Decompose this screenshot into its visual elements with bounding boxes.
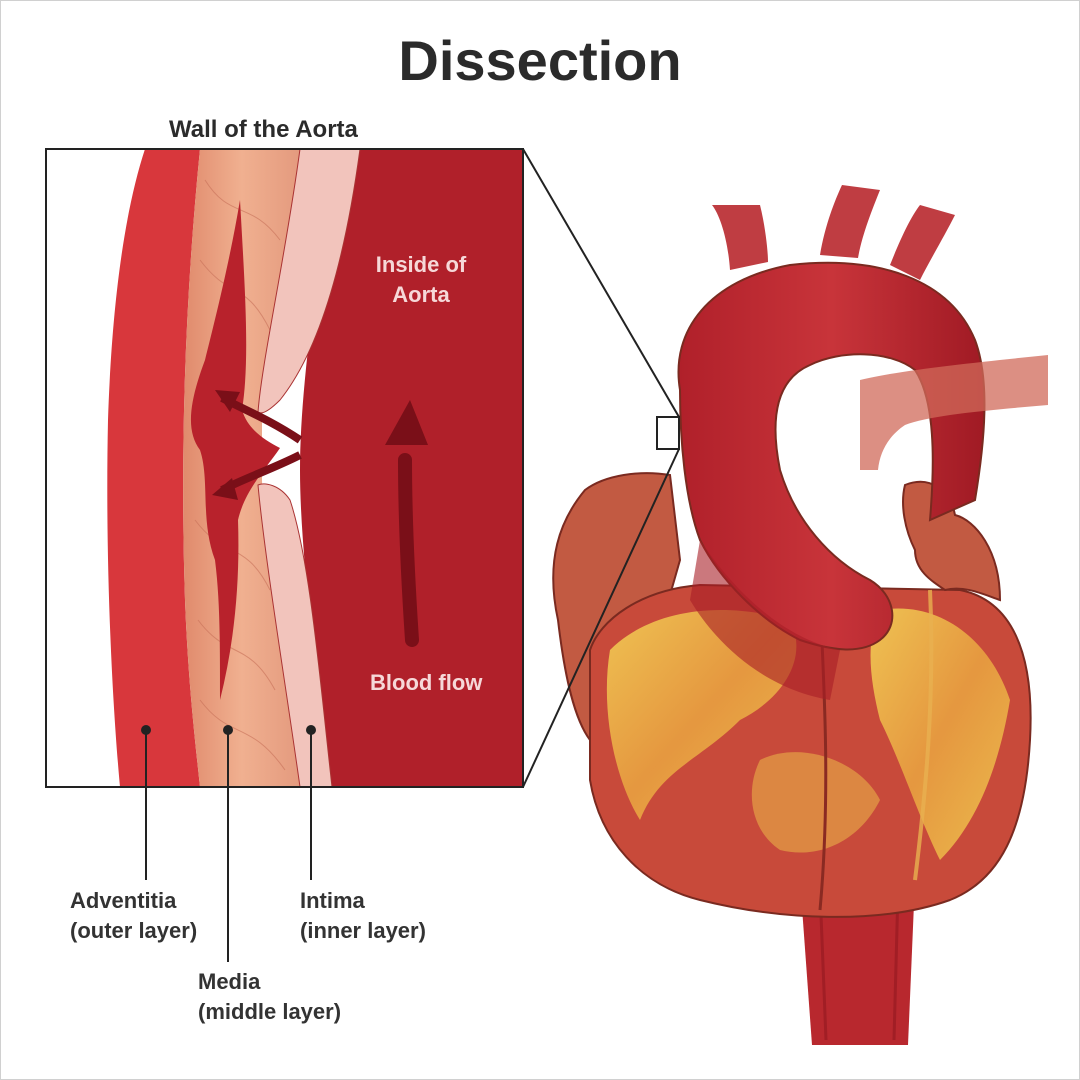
zoom-line-bottom: [522, 448, 680, 788]
media-line2: (middle layer): [198, 999, 342, 1024]
inside-aorta-label: Inside of Aorta: [366, 250, 476, 310]
heart-illustration: [552, 185, 1048, 1045]
zoom-line-top: [522, 148, 680, 418]
intima-label: Intima (inner layer): [300, 886, 426, 946]
page-title: Dissection: [398, 29, 682, 92]
media-line1: Media: [198, 969, 261, 994]
inset-title: Wall of the Aorta: [169, 116, 358, 143]
aorta-wall-inset: [46, 149, 523, 787]
arch-branch: [712, 205, 768, 270]
inside-aorta-line2: Aorta: [392, 282, 450, 307]
magnified-region-marker: [656, 416, 680, 450]
pulmonary-artery: [860, 355, 1048, 470]
right-atrium: [552, 472, 682, 742]
inside-aorta-line1: Inside of: [375, 252, 467, 277]
intima-upper: [257, 149, 361, 414]
arch-branch: [890, 205, 955, 280]
adventitia-label: Adventitia (outer layer): [70, 886, 197, 946]
intima-line2: (inner layer): [300, 918, 426, 943]
inset-frame: [45, 148, 524, 788]
arch-branch: [820, 185, 880, 258]
blood-flow-label: Blood flow: [370, 670, 483, 695]
intima-lower: [257, 483, 333, 787]
adventitia-line1: Adventitia: [70, 888, 177, 913]
leader-lines: [141, 725, 316, 962]
dissection-tear: [190, 200, 280, 700]
media-label: Media (middle layer): [198, 967, 341, 1027]
adventitia-line2: (outer layer): [70, 918, 198, 943]
intima-line1: Intima: [300, 888, 365, 913]
blood-flow-arrow: [398, 453, 419, 647]
adventitia-layer: [107, 149, 200, 787]
descending-aorta: [800, 880, 915, 1045]
